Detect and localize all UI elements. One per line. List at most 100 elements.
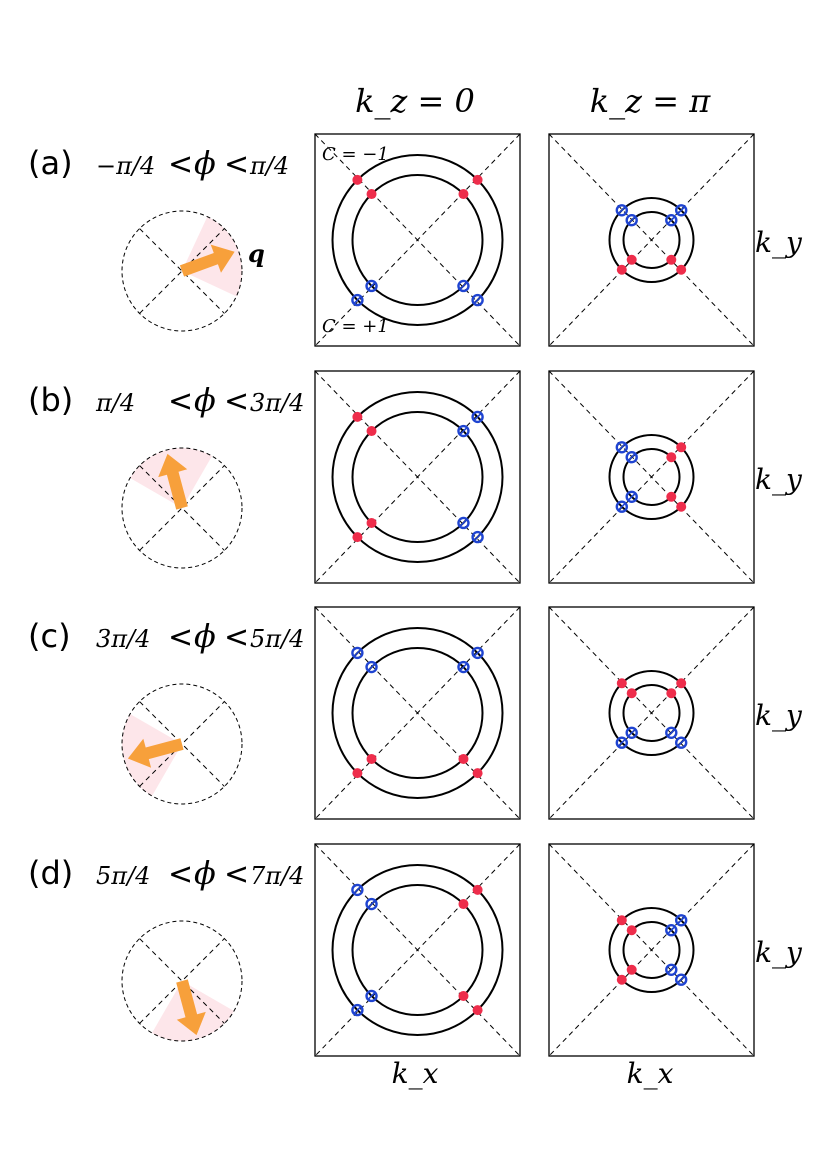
fermi-ring <box>608 197 695 283</box>
weyl-point-positive <box>351 646 364 660</box>
q-diagonal <box>139 938 225 1024</box>
weyl-point-positive <box>365 989 378 1003</box>
weyl-point-positive-mark <box>617 738 626 747</box>
fermi-ring <box>622 684 681 742</box>
weyl-point-positive-mark <box>667 926 676 935</box>
kz0-panel <box>314 843 521 1057</box>
less-than-symbol: < <box>168 147 193 182</box>
weyl-point-positive-mark <box>459 426 468 436</box>
weyl-point-negative <box>616 678 627 689</box>
fermi-ring <box>331 864 504 1036</box>
phi-lower-bound: 5π/4 <box>96 862 150 890</box>
diagonal-line <box>314 606 521 820</box>
weyl-point-positive <box>457 516 470 530</box>
q-diagonal <box>139 938 225 1024</box>
weyl-point-positive <box>665 214 678 227</box>
less-than-symbol: < <box>224 147 249 182</box>
weyl-point-positive-mark <box>353 296 362 305</box>
weyl-point-positive <box>625 451 638 464</box>
weyl-point-positive <box>615 500 629 513</box>
fermi-ring <box>351 411 484 543</box>
weyl-point-positive <box>625 490 638 503</box>
weyl-point-negative <box>616 264 627 275</box>
diagonal-line <box>548 843 755 1057</box>
q-diagonal <box>139 228 225 314</box>
q-dashed-circle <box>121 210 243 332</box>
legend-negative: C = −1 <box>322 144 389 165</box>
weyl-point-positive-mark <box>617 206 626 215</box>
weyl-point-negative <box>666 688 677 699</box>
phi-upper-bound: 5π/4 <box>250 625 304 653</box>
weyl-point-negative <box>366 753 377 764</box>
q-diagonal <box>139 701 225 787</box>
weyl-point-positive <box>471 530 484 544</box>
weyl-point-negative <box>666 452 677 463</box>
q-dashed-circle <box>121 683 243 805</box>
weyl-point-positive <box>351 1003 364 1017</box>
weyl-point-negative <box>666 491 677 502</box>
panel-frame <box>548 370 755 584</box>
legend-positive: C = +1 <box>322 316 389 337</box>
weyl-point-positive <box>674 204 688 217</box>
weyl-point-positive <box>674 736 688 749</box>
panel-frame <box>314 843 521 1057</box>
less-than-symbol: < <box>168 384 193 419</box>
panel-frame <box>548 133 755 347</box>
weyl-point-negative <box>352 411 363 422</box>
fermi-ring <box>622 921 681 979</box>
weyl-point-positive-mark <box>677 738 686 747</box>
less-than-symbol: < <box>224 857 249 892</box>
weyl-point-positive-mark <box>353 648 362 657</box>
row-label: (c) <box>28 617 71 655</box>
ky-label: k_y <box>755 936 803 969</box>
weyl-point-negative <box>366 426 377 437</box>
weyl-point-positive-mark <box>459 662 468 672</box>
diagonal-line <box>548 133 755 347</box>
weyl-point-positive <box>615 204 629 217</box>
weyl-point-positive <box>665 924 678 937</box>
weyl-point-positive-mark <box>367 899 376 909</box>
weyl-point-positive-mark <box>473 648 482 657</box>
q-arrow <box>179 244 235 277</box>
panel-frame <box>314 133 521 347</box>
q-dashed-circle <box>121 447 243 569</box>
weyl-point-negative <box>458 899 469 910</box>
q-diagonal <box>139 228 225 314</box>
fermi-ring <box>608 907 695 993</box>
phi-lower-bound: 3π/4 <box>96 625 150 653</box>
row-label: (b) <box>28 381 73 419</box>
weyl-point-positive-mark <box>459 518 468 528</box>
weyl-point-negative <box>626 688 637 699</box>
kz0-panel <box>314 133 521 347</box>
weyl-point-negative <box>626 925 637 936</box>
phi-upper-bound: 3π/4 <box>250 389 304 417</box>
weyl-point-positive <box>625 214 638 227</box>
fermi-ring <box>608 434 695 520</box>
weyl-point-positive <box>665 726 678 739</box>
weyl-point-positive-mark <box>353 1006 362 1015</box>
q-diagonal <box>139 701 225 787</box>
q-label: q <box>248 239 265 268</box>
phi-symbol: ϕ <box>194 144 216 182</box>
weyl-point-positive <box>625 726 638 739</box>
row-d: (d)5π/4<ϕ<7π/4k_y <box>28 843 803 1057</box>
diagonal-line <box>314 843 521 1057</box>
weyl-point-negative <box>666 254 677 265</box>
q-arrow <box>158 453 188 510</box>
weyl-point-positive-mark <box>353 885 362 894</box>
row-label: (d) <box>28 854 73 892</box>
weyl-point-positive-mark <box>367 662 376 672</box>
weyl-point-positive <box>457 660 470 674</box>
weyl-point-positive-mark <box>367 281 376 291</box>
phi-symbol: ϕ <box>194 381 216 419</box>
weyl-point-positive-mark <box>617 502 626 511</box>
weyl-point-positive <box>457 424 470 438</box>
weyl-point-positive-mark <box>667 728 676 737</box>
less-than-symbol: < <box>224 620 249 655</box>
fermi-ring <box>622 211 681 269</box>
fermi-ring <box>608 670 695 756</box>
phi-lower-bound: π/4 <box>95 389 135 417</box>
